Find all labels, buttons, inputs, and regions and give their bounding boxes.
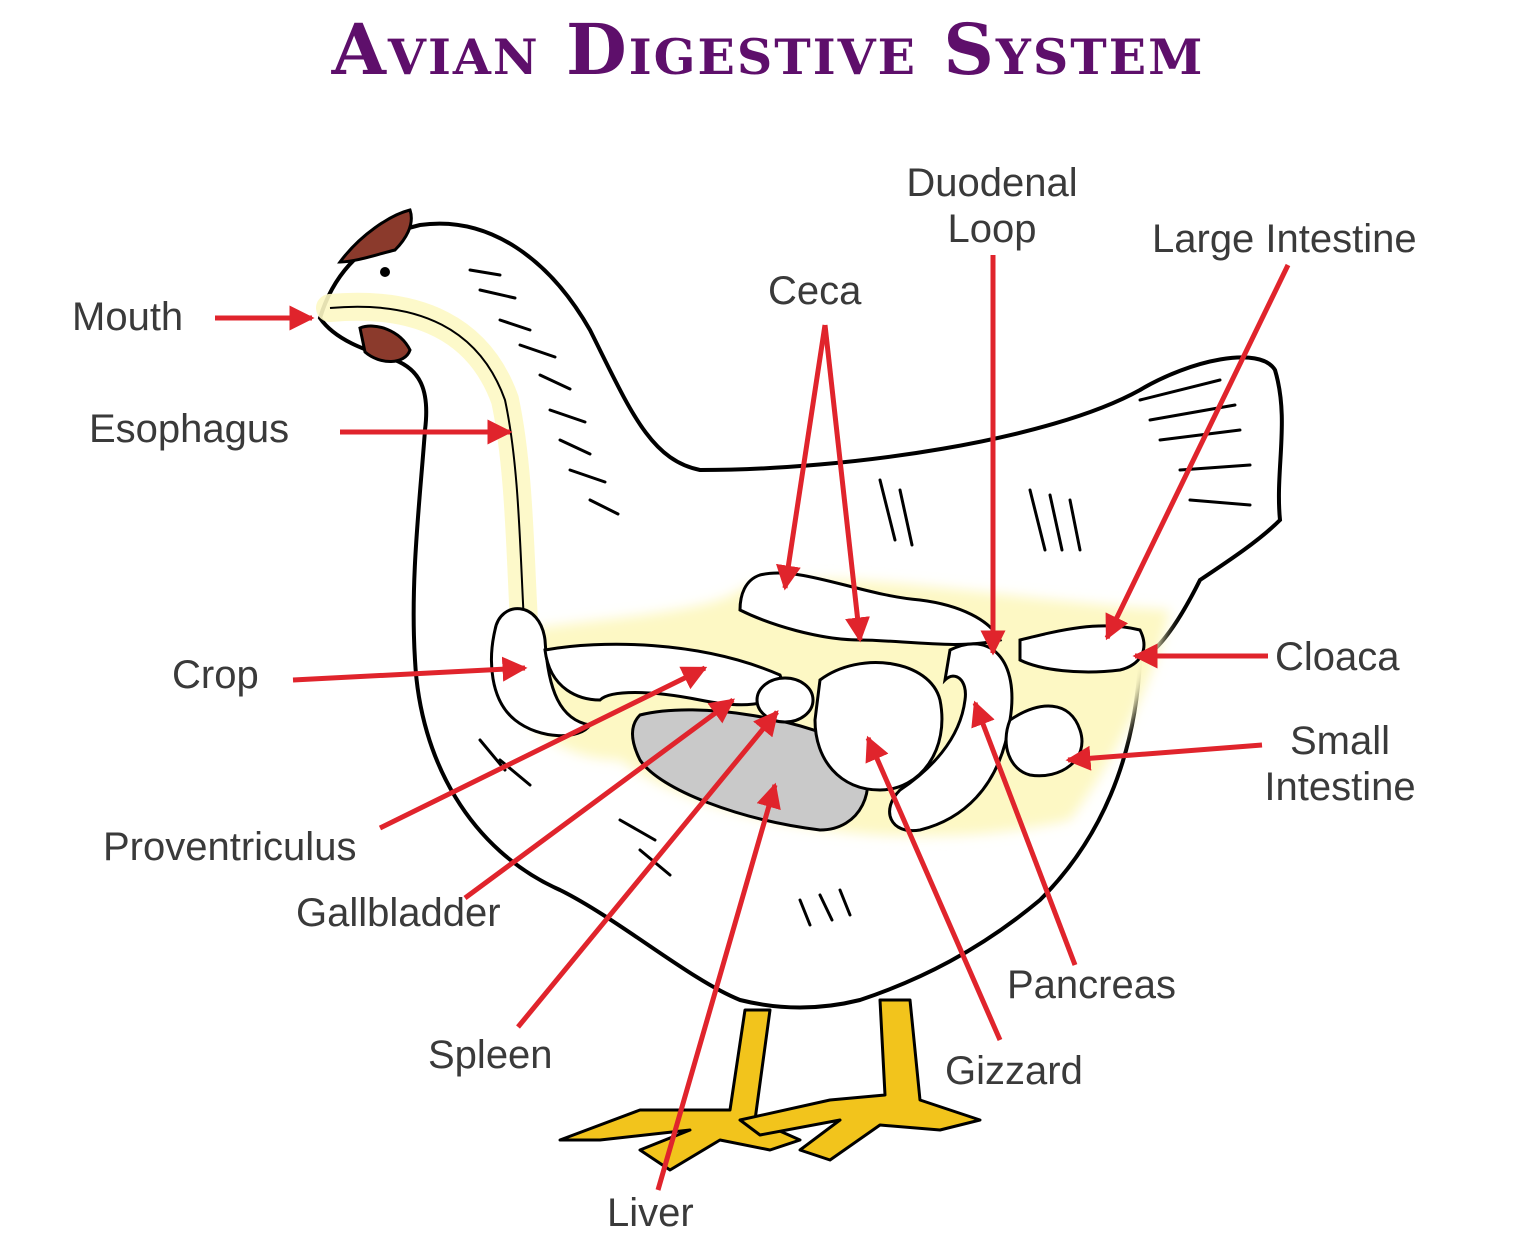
arrow-crop	[292, 656, 528, 683]
label-small-intestine-line-2: Intestine	[1264, 765, 1416, 809]
arrow-proventriculus	[378, 665, 708, 831]
diagram-title: Avian Digestive System	[331, 8, 1205, 91]
label-ceca: Ceca	[768, 269, 862, 313]
chicken-comb	[337, 208, 413, 264]
chicken-feet	[558, 998, 982, 1172]
gizzard	[813, 661, 944, 792]
label-liver: Liver	[607, 1191, 694, 1235]
arrow-ceca-1	[776, 324, 828, 591]
ceca	[738, 571, 1003, 646]
label-pancreas: Pancreas	[1007, 963, 1176, 1007]
small-intestine	[1004, 704, 1084, 778]
label-gallbladder: Gallbladder	[296, 891, 501, 935]
label-cloaca: Cloaca	[1275, 635, 1400, 679]
label-mouth: Mouth	[72, 295, 184, 339]
label-duodenal-loop: Duodenal Loop	[892, 160, 1092, 252]
arrow-ceca-2	[822, 324, 870, 643]
gallbladder	[755, 676, 815, 724]
label-esophagus: Esophagus	[89, 407, 290, 451]
arrow-gizzard	[865, 735, 1003, 1042]
arrow-spleen	[516, 710, 779, 1029]
label-gizzard: Gizzard	[945, 1049, 1083, 1093]
arrow-pancreas	[971, 700, 1078, 966]
arrow-small-intestine	[1065, 742, 1263, 771]
label-spleen: Spleen	[428, 1033, 553, 1077]
label-duodenal-loop-line-2: Loop	[947, 207, 1037, 251]
arrow-large-intestine	[1104, 263, 1291, 641]
label-small-intestine-line-1: Small	[1289, 719, 1391, 763]
label-large-intestine: Large Intestine	[1152, 217, 1417, 261]
chicken-eye	[380, 267, 390, 277]
label-small-intestine: Small Intestine	[1250, 718, 1430, 810]
label-proventriculus: Proventriculus	[103, 825, 357, 869]
duodenal-loop	[888, 642, 1014, 833]
label-duodenal-loop-line-1: Duodenal	[906, 161, 1078, 205]
feather-marks	[468, 268, 1252, 927]
label-crop: Crop	[172, 653, 259, 697]
arrows	[215, 255, 1291, 1191]
arrow-gallbladder	[463, 697, 736, 901]
chicken-wattle	[358, 324, 412, 363]
arrow-liver	[655, 782, 781, 1191]
